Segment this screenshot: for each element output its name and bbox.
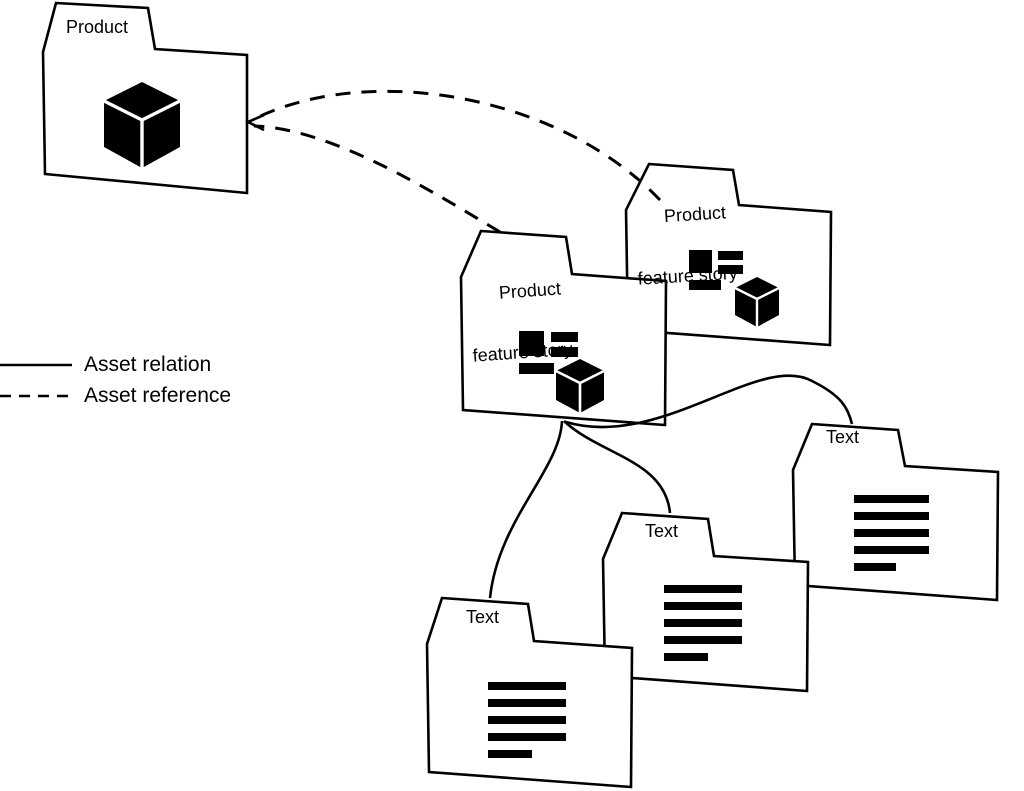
card-product-feature-story-front-title: Product feature story <box>465 238 576 406</box>
card-text-middle[interactable] <box>601 511 810 693</box>
connection-rel-front-story-to-text-right <box>565 374 854 429</box>
text-lines-icon-right <box>854 495 929 571</box>
legend-label-asset-relation: Asset relation <box>84 353 212 376</box>
text-lines-icon-front <box>488 682 566 758</box>
card-product-title: Product <box>66 17 129 37</box>
card-text-right[interactable] <box>791 422 1000 602</box>
legend <box>0 363 72 398</box>
card-text-front-outline <box>425 596 634 789</box>
card-product-feature-story-back-title-line1: Product <box>663 202 727 227</box>
connection-rel-front-story-to-text-middle <box>563 420 672 514</box>
connection-ref-front-story-to-product <box>253 124 501 234</box>
connection-ref-back-story-to-product <box>253 89 662 202</box>
card-text-right-title: Text <box>826 427 860 447</box>
card-text-front-title: Text <box>466 607 500 627</box>
card-product-feature-story-front-title-line1: Product <box>498 278 562 304</box>
story-cube-icon-front <box>519 331 605 413</box>
card-product-feature-story-front-outline <box>459 229 668 427</box>
card-product[interactable] <box>41 1 249 195</box>
cube-icon <box>103 82 181 168</box>
card-product-feature-story-back-title-line2: feature story <box>637 262 739 289</box>
card-text-front[interactable] <box>425 596 634 789</box>
card-product-feature-story-back-title: Product feature story <box>631 162 741 329</box>
legend-label-asset-reference: Asset reference <box>84 384 232 407</box>
card-text-middle-title: Text <box>645 521 679 541</box>
story-cube-icon-back <box>689 250 780 327</box>
text-lines-icon-middle <box>664 585 742 661</box>
card-product-feature-story-front-title-line2: feature story <box>472 338 574 366</box>
arrowhead-to-product <box>244 113 265 132</box>
card-product-feature-story-front[interactable] <box>459 229 668 427</box>
card-product-feature-story-back[interactable] <box>624 162 833 347</box>
connection-rel-front-story-to-text-front <box>488 420 564 599</box>
